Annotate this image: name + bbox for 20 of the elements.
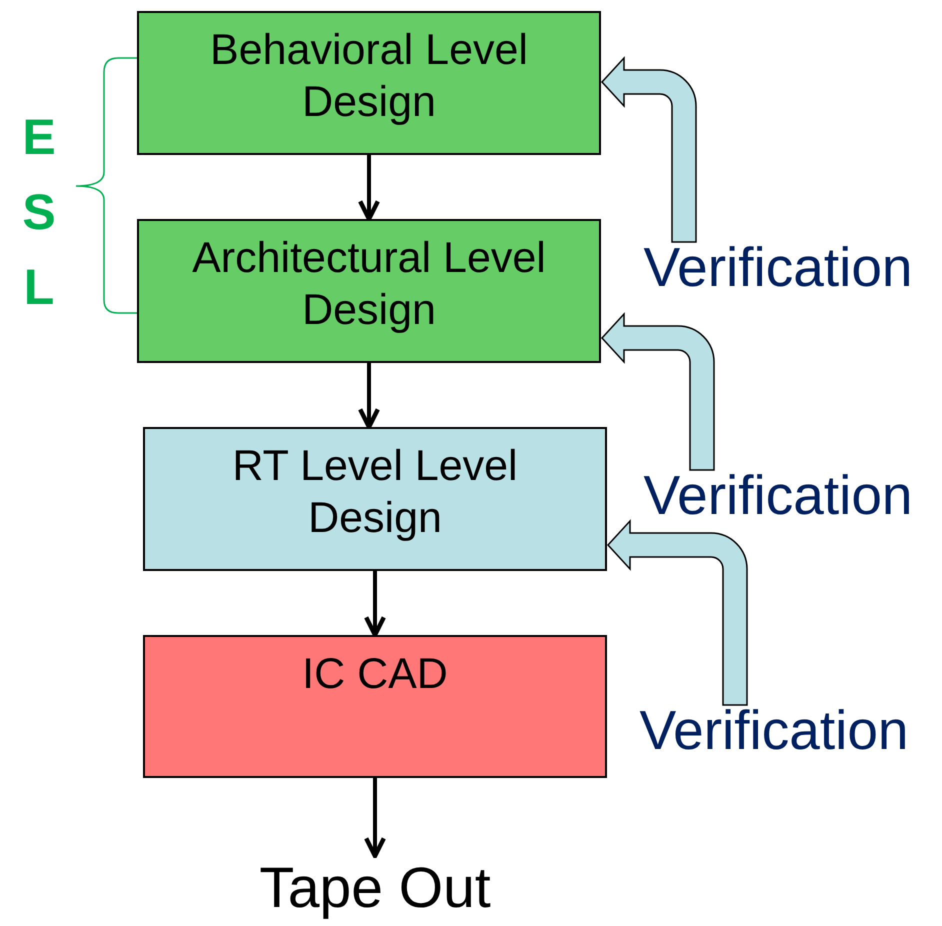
arrow	[364, 778, 386, 858]
end-label: Tape Out	[259, 856, 491, 922]
verification-label: Verification	[643, 236, 913, 300]
process-box	[143, 427, 607, 571]
arrow	[358, 363, 380, 430]
process-box	[137, 219, 601, 363]
group-label: ESL	[21, 108, 57, 317]
process-box	[143, 635, 607, 778]
verification-label: Verification	[643, 464, 913, 528]
box-text: RT Level Level Design	[231, 441, 519, 544]
box-text: Behavioral Level Design	[209, 25, 529, 128]
box-text: IC CAD	[302, 649, 448, 700]
block-arrow	[601, 313, 715, 471]
block-arrow	[601, 57, 697, 243]
arrow	[358, 155, 380, 222]
arrow	[364, 571, 386, 638]
process-box	[137, 11, 601, 155]
verification-label: Verification	[639, 699, 909, 762]
box-text: Architectural Level Design	[191, 233, 547, 336]
block-arrow	[607, 520, 748, 706]
